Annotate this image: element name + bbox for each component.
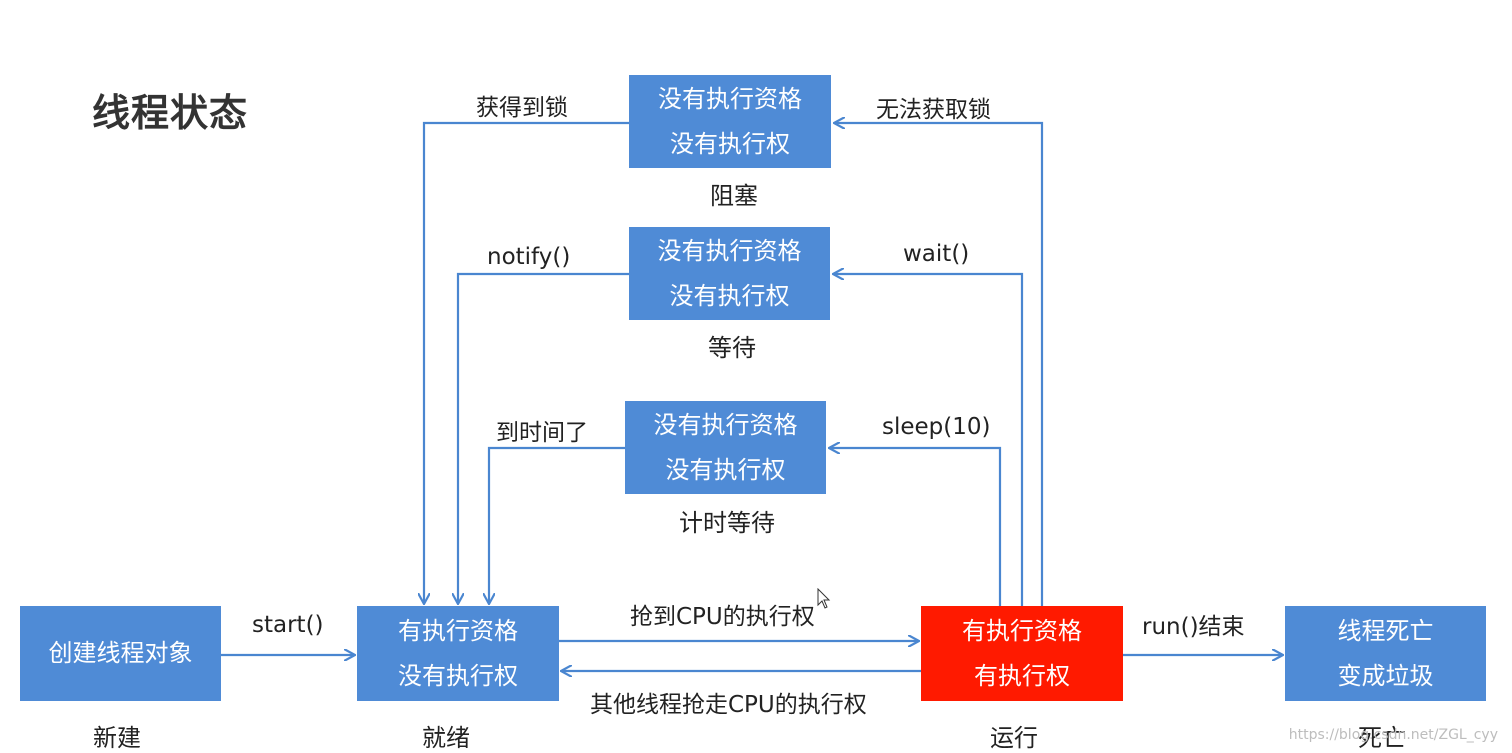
state-new-text: 创建线程对象	[48, 639, 193, 667]
label-run-end: run()结束	[1142, 614, 1245, 640]
state-timed-waiting-label: 计时等待	[679, 509, 775, 537]
state-waiting-label: 等待	[708, 334, 756, 362]
state-timed-waiting-line-1: 没有执行资格	[653, 410, 798, 439]
label-grab-cpu: 抢到CPU的执行权	[630, 604, 815, 630]
state-dead-box: 线程死亡 变成垃圾	[1285, 606, 1486, 701]
state-timed-waiting-line-2: 没有执行权	[665, 455, 786, 484]
arrow-wait	[834, 274, 1024, 606]
state-new-label: 新建	[93, 724, 141, 752]
state-waiting-box: 没有执行资格 没有执行权	[629, 227, 830, 320]
label-got-lock: 获得到锁	[476, 95, 568, 121]
state-blocked-box: 没有执行资格 没有执行权	[629, 75, 831, 168]
label-sleep: sleep(10)	[882, 414, 991, 440]
watermark: https://blog.csdn.net/ZGL_cyy	[1288, 727, 1498, 743]
state-blocked-label: 阻塞	[710, 182, 758, 210]
state-ready-label: 就绪	[422, 724, 470, 752]
arrow-time-up	[489, 446, 625, 603]
state-running-box: 有执行资格 有执行权	[921, 606, 1123, 701]
label-wait: wait()	[903, 241, 970, 267]
state-running-line-1: 有执行资格	[962, 616, 1082, 645]
state-blocked-line-2: 没有执行权	[670, 129, 790, 158]
state-dead-label: 死亡	[1358, 724, 1406, 752]
label-lose-cpu: 其他线程抢走CPU的执行权	[590, 692, 867, 718]
state-blocked-line-1: 没有执行资格	[658, 84, 802, 113]
state-running-label: 运行	[990, 724, 1038, 752]
arrow-cannot-get-lock	[835, 123, 1044, 606]
state-ready-box: 有执行资格 没有执行权	[357, 606, 559, 701]
arrow-sleep	[830, 448, 1002, 606]
state-ready-line-1: 有执行资格	[398, 616, 518, 645]
state-running-line-2: 有执行权	[974, 661, 1070, 690]
state-ready-line-2: 没有执行权	[398, 661, 518, 690]
state-new-box: 创建线程对象	[20, 606, 221, 701]
arrow-got-lock	[424, 121, 629, 603]
state-dead-line-2: 变成垃圾	[1337, 661, 1434, 690]
diagram-title: 线程状态	[92, 91, 249, 135]
mouse-cursor-icon	[817, 588, 831, 609]
state-timed-waiting-box: 没有执行资格 没有执行权	[625, 401, 826, 494]
state-dead-line-1: 线程死亡	[1337, 616, 1434, 645]
arrow-notify	[458, 272, 629, 603]
label-start: start()	[252, 612, 324, 638]
label-cannot-get-lock: 无法获取锁	[876, 97, 991, 123]
state-waiting-line-2: 没有执行权	[669, 281, 790, 310]
label-notify: notify()	[487, 244, 571, 270]
label-time-up: 到时间了	[496, 420, 588, 446]
state-waiting-line-1: 没有执行资格	[657, 236, 802, 265]
